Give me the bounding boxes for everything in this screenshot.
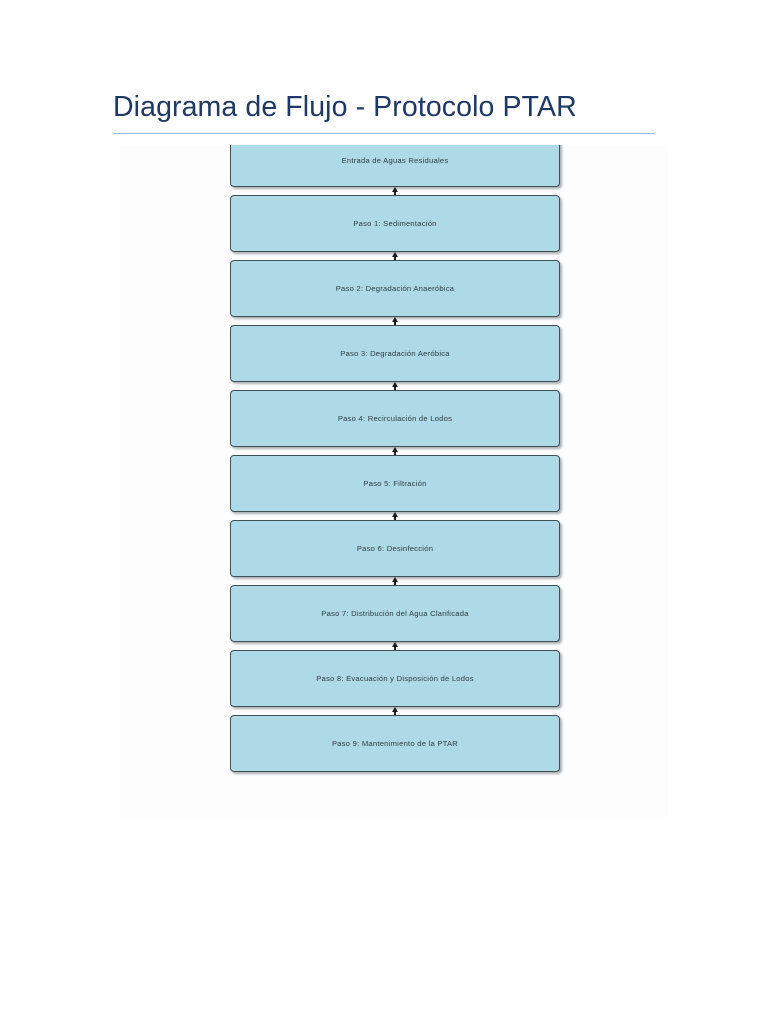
flow-arrow-paso1-to-entrada: [391, 187, 398, 197]
flow-node-label: Paso 6: Desinfección: [356, 544, 434, 553]
flow-node-label: Paso 1: Sedimentación: [353, 219, 437, 228]
arrow-head-up-icon: [391, 317, 398, 322]
title-block: Diagrama de Flujo - Protocolo PTAR: [113, 88, 655, 134]
flow-node-paso7: Paso 7: Distribución del Agua Clarificad…: [230, 585, 560, 642]
flow-arrow-paso3-to-paso2: [391, 317, 398, 327]
flow-arrow-paso7-to-paso6: [391, 577, 398, 587]
arrow-shaft: [394, 645, 396, 652]
flow-node-label: Paso 8: Evacuación y Disposición de Lodo…: [316, 674, 474, 683]
flow-arrow-paso6-to-paso5: [391, 512, 398, 522]
flow-node-paso6: Paso 6: Desinfección: [230, 520, 560, 577]
title-underline-divider: [113, 133, 655, 134]
arrow-shaft: [394, 320, 396, 327]
flow-node-label: Paso 4: Recirculación de Lodos: [337, 414, 453, 423]
flow-arrow-paso2-to-paso1: [391, 252, 398, 262]
arrow-shaft: [394, 385, 396, 392]
arrow-head-up-icon: [391, 447, 398, 452]
arrow-shaft: [394, 190, 396, 197]
arrow-shaft: [394, 450, 396, 457]
arrow-head-up-icon: [391, 252, 398, 257]
arrow-shaft: [394, 580, 396, 587]
arrow-head-up-icon: [391, 187, 398, 192]
flow-node-label: Paso 7: Distribución del Agua Clarificad…: [321, 609, 469, 618]
flow-arrow-paso9-to-paso8: [391, 707, 398, 717]
arrow-head-up-icon: [391, 382, 398, 387]
flow-node-label: Entrada de Aguas Residuales: [341, 156, 449, 165]
flow-node-entrada: Entrada de Aguas Residuales: [230, 145, 560, 187]
flow-node-paso1: Paso 1: Sedimentación: [230, 195, 560, 252]
arrow-head-up-icon: [391, 707, 398, 712]
arrow-head-up-icon: [391, 512, 398, 517]
page-title: Diagrama de Flujo - Protocolo PTAR: [113, 91, 577, 123]
arrow-shaft: [394, 255, 396, 262]
flow-node-paso5: Paso 5: Filtración: [230, 455, 560, 512]
flow-node-paso8: Paso 8: Evacuación y Disposición de Lodo…: [230, 650, 560, 707]
arrow-shaft: [394, 710, 396, 717]
flow-arrow-paso5-to-paso4: [391, 447, 398, 457]
arrow-shaft: [394, 515, 396, 522]
arrow-head-up-icon: [391, 642, 398, 647]
flow-arrow-paso4-to-paso3: [391, 382, 398, 392]
flow-node-label: Paso 5: Filtración: [363, 479, 427, 488]
flow-node-paso4: Paso 4: Recirculación de Lodos: [230, 390, 560, 447]
flow-node-label: Paso 3: Degradación Aeróbica: [340, 349, 450, 358]
flow-node-paso3: Paso 3: Degradación Aeróbica: [230, 325, 560, 382]
flow-node-label: Paso 2: Degradación Anaeróbica: [335, 284, 455, 293]
flow-node-paso2: Paso 2: Degradación Anaeróbica: [230, 260, 560, 317]
flow-node-label: Paso 9: Mantenimiento de la PTAR: [331, 739, 459, 748]
flow-arrow-paso8-to-paso7: [391, 642, 398, 652]
flow-node-paso9: Paso 9: Mantenimiento de la PTAR: [230, 715, 560, 772]
arrow-head-up-icon: [391, 577, 398, 582]
